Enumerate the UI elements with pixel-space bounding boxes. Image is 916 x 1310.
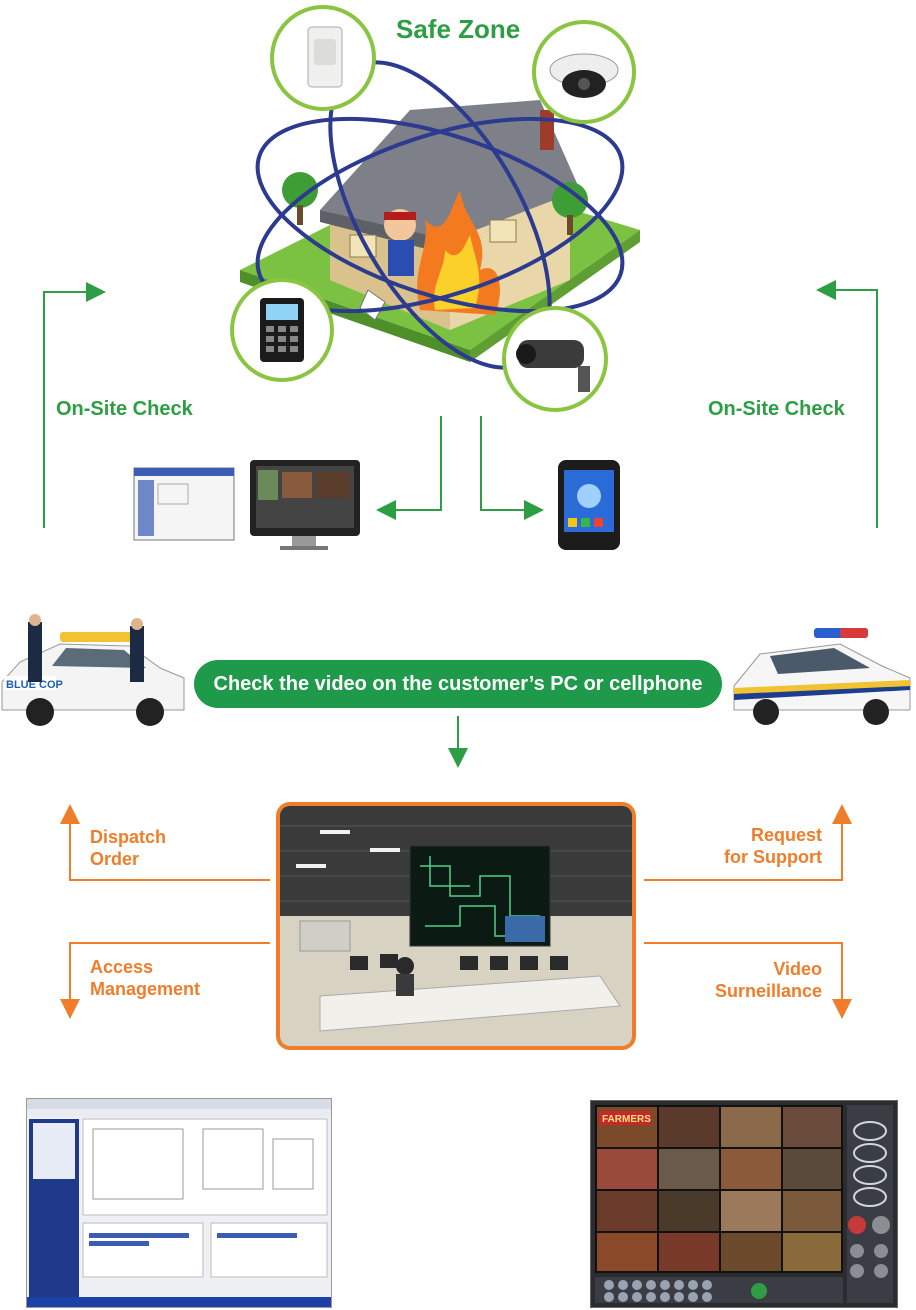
- dispatch-order-label: Dispatch Order: [90, 826, 166, 870]
- arrow-dispatch-order: [60, 804, 270, 881]
- request-support-line2: for Support: [724, 847, 822, 867]
- check-video-banner: Check the video on the customer’s PC or …: [194, 660, 722, 708]
- access-software-screenshot: [26, 1098, 332, 1308]
- arrow-access-management: [60, 942, 270, 1019]
- on-site-check-left-label: On-Site Check: [56, 398, 193, 420]
- arrow-request-support: [644, 804, 852, 881]
- safe-zone-title: Safe Zone: [396, 14, 521, 44]
- arrow-to-pc: [376, 416, 442, 520]
- dispatch-order-line2: Order: [90, 849, 140, 869]
- bullet-camera-icon: [502, 306, 608, 412]
- dvr-brand-logo: FARMERS: [602, 1114, 651, 1125]
- smartphone-icon: [558, 460, 620, 550]
- video-surveillance-label: Video Surneillance: [680, 958, 822, 1002]
- pc-monitor-icon: [133, 460, 360, 550]
- arrow-left-onsite: [43, 282, 106, 528]
- on-site-check-right-label: On-Site Check: [708, 398, 845, 420]
- arrow-to-phone: [480, 416, 544, 520]
- access-management-line2: Management: [90, 979, 201, 999]
- fingerprint-reader-icon: [230, 278, 334, 382]
- motion-sensor-icon: [270, 5, 376, 111]
- video-surveillance-line2: Surneillance: [714, 981, 822, 1001]
- security-car-icon: BLUE COP: [1, 614, 185, 726]
- police-car-icon: [733, 628, 911, 725]
- dome-camera-icon: [532, 20, 636, 124]
- arrow-video-surveillance: [644, 942, 852, 1019]
- control-room-photo: [276, 802, 636, 1050]
- request-support-line1: Request: [750, 825, 822, 845]
- access-management-label: Access Management: [90, 956, 200, 1000]
- video-surveillance-line1: Video: [773, 959, 822, 979]
- dvr-screen-screenshot: FARMERS: [590, 1100, 898, 1308]
- car-left-logo: BLUE COP: [6, 679, 63, 691]
- dispatch-order-line1: Dispatch: [90, 827, 167, 847]
- request-support-label: Request for Support: [704, 824, 822, 868]
- access-management-line1: Access: [90, 957, 154, 977]
- arrow-right-onsite: [816, 280, 878, 528]
